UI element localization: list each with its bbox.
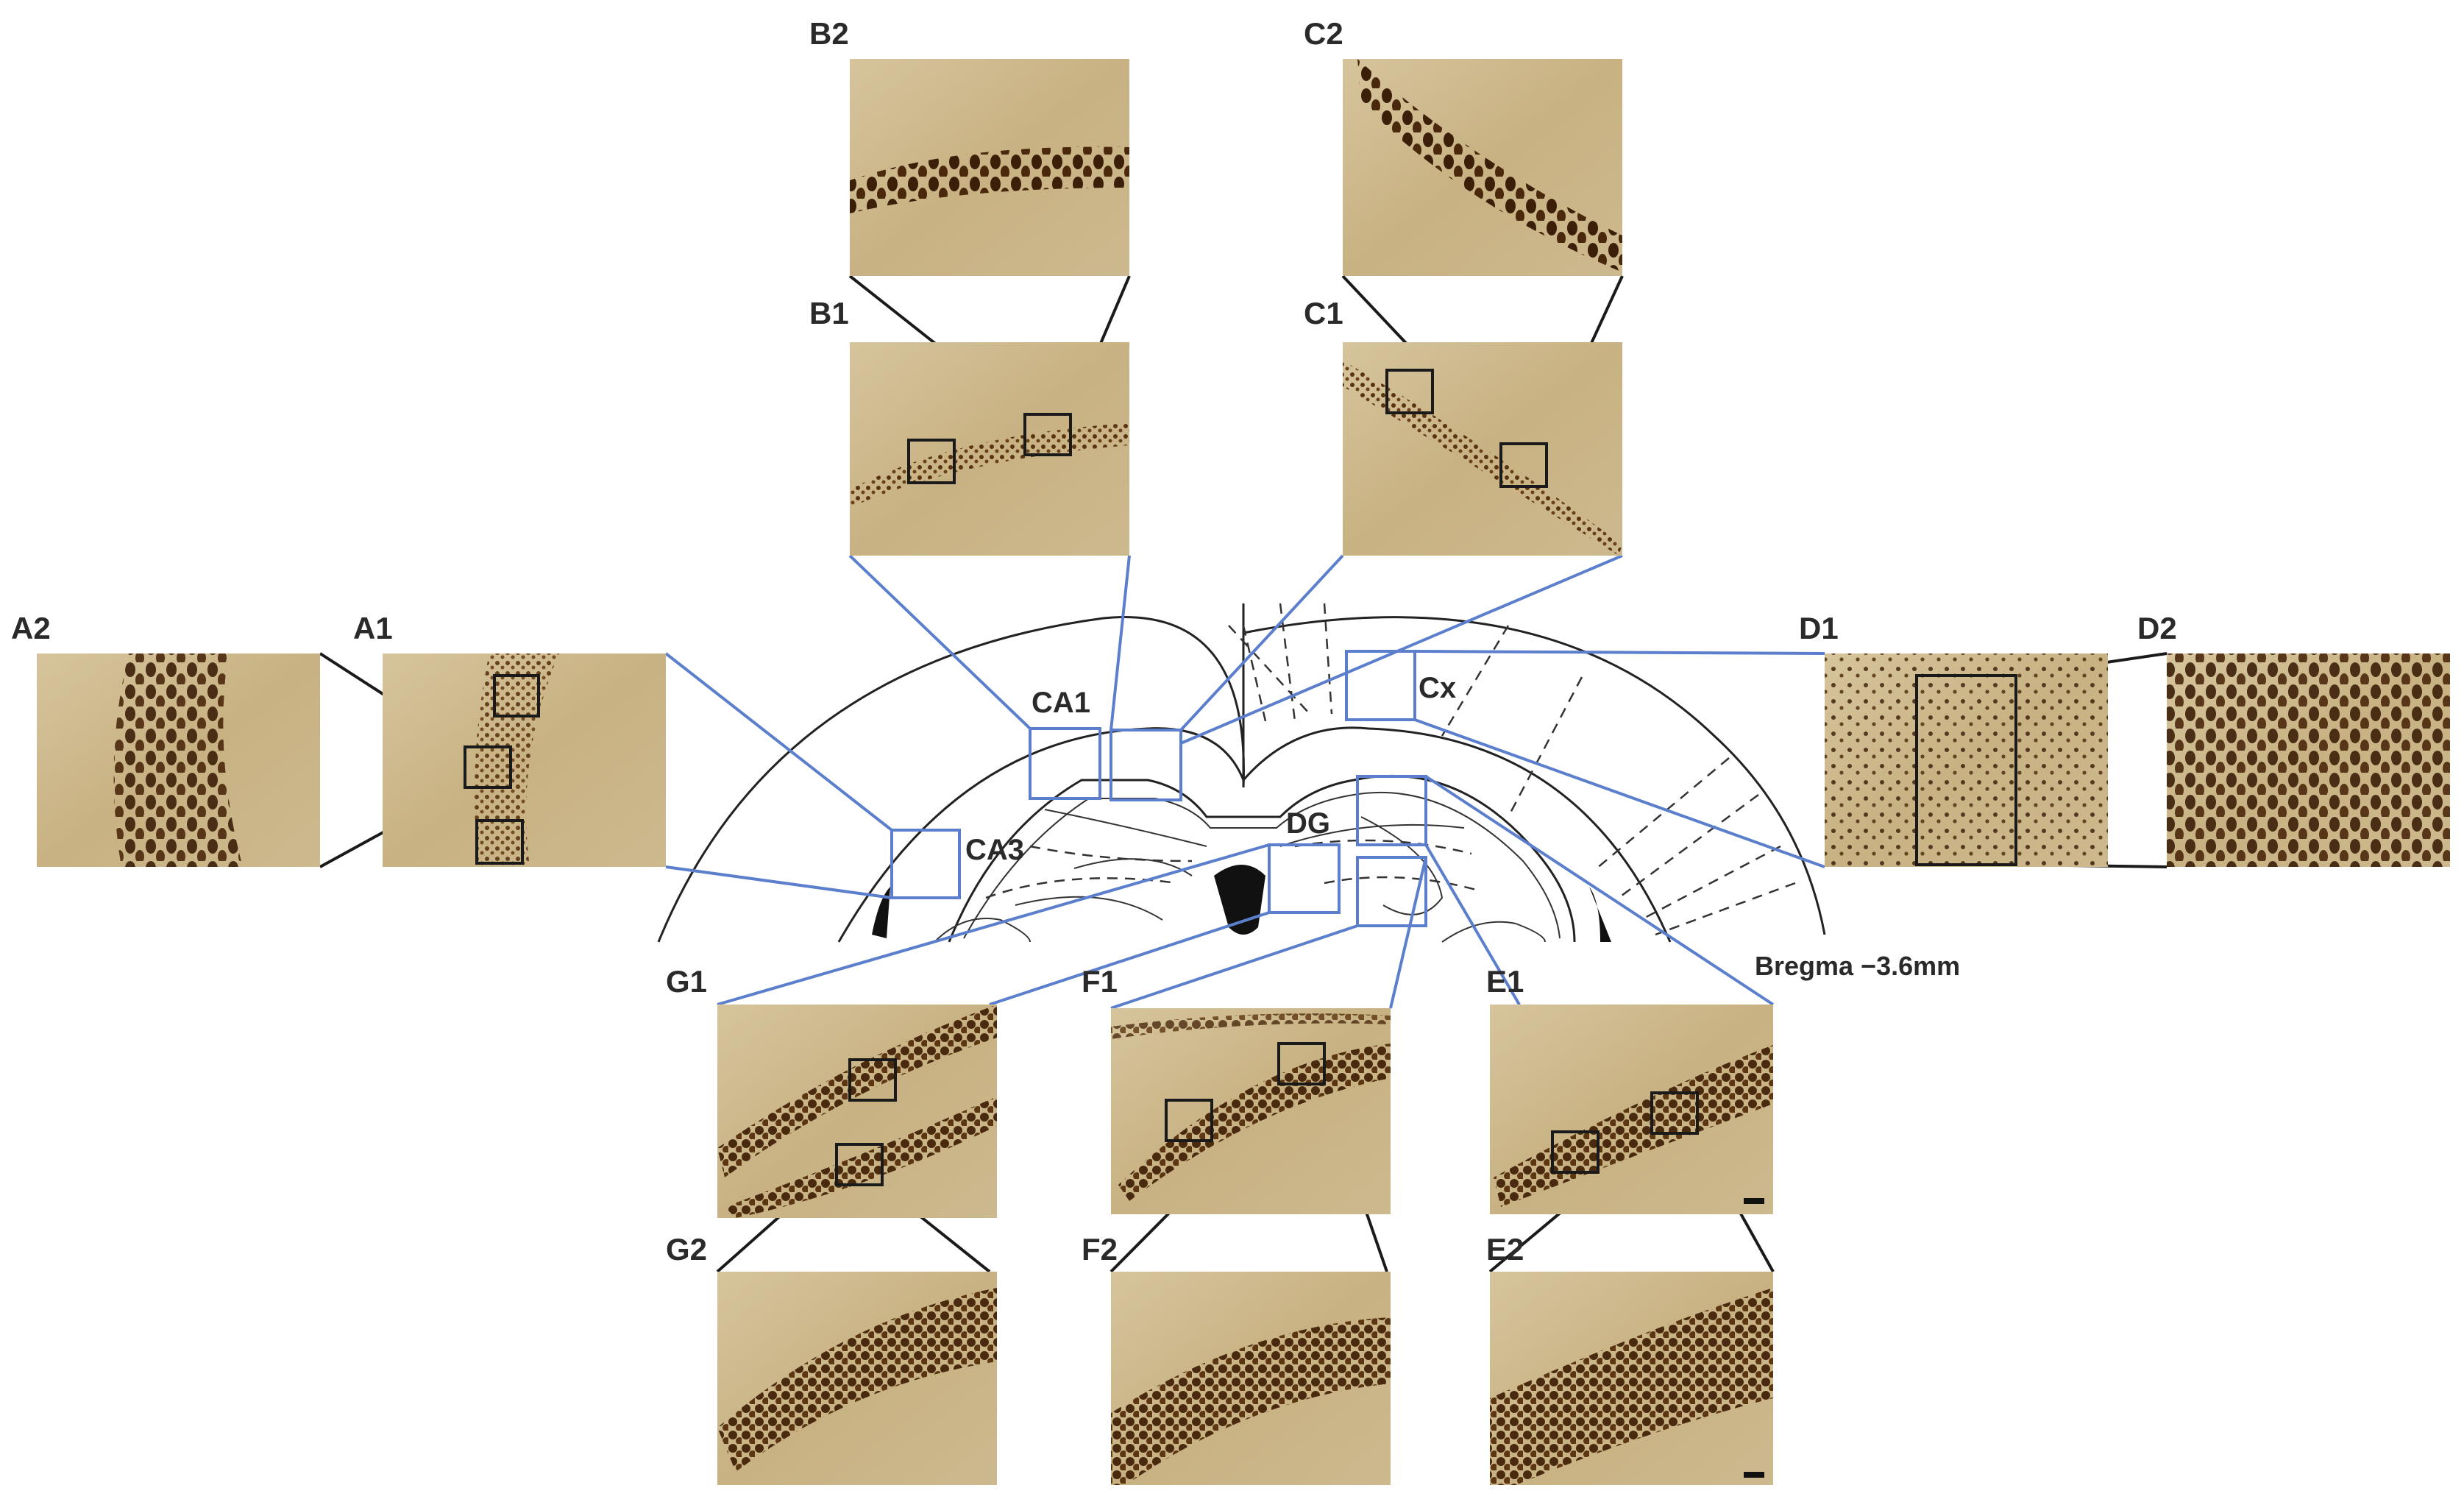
label-c1: C1 <box>1304 296 1343 330</box>
region-label-dg: DG <box>1286 807 1330 840</box>
label-f1: F1 <box>1082 964 1118 999</box>
panel-labels: A2 A1 B2 B1 C2 C1 D1 D2 E1 E2 F1 F2 G1 G… <box>11 16 2177 1267</box>
scale-bar-e1 <box>1744 1198 1764 1204</box>
dg-box <box>1268 843 1341 914</box>
panel-f2 <box>1111 1272 1391 1485</box>
label-g1: G1 <box>666 964 707 999</box>
dg-box-upper <box>1356 775 1427 846</box>
panel-g2 <box>717 1272 997 1485</box>
panel-c2 <box>1343 59 1622 276</box>
panel-f1 <box>1111 1008 1391 1214</box>
panel-e1 <box>1490 1005 1773 1214</box>
panel-d1 <box>1825 653 2108 867</box>
ca3-box <box>890 829 961 899</box>
panel-d2 <box>2167 653 2450 867</box>
panel-e2 <box>1490 1272 1773 1485</box>
region-label-ca1: CA1 <box>1032 687 1090 719</box>
panel-c1 <box>1343 342 1622 556</box>
atlas-region-boxes <box>890 650 1427 927</box>
scale-bar-e2 <box>1744 1472 1764 1478</box>
cx-box <box>1345 650 1416 721</box>
label-d1: D1 <box>1799 611 1839 645</box>
label-f2: F2 <box>1082 1232 1118 1267</box>
label-c2: C2 <box>1304 16 1343 51</box>
label-e2: E2 <box>1486 1232 1524 1267</box>
label-a1: A1 <box>353 611 393 645</box>
label-g2: G2 <box>666 1232 707 1267</box>
region-label-ca3: CA3 <box>965 834 1024 866</box>
region-labels: CA1 CA3 Cx DG Bregma −3.6mm <box>965 672 1960 981</box>
label-b2: B2 <box>809 16 849 51</box>
region-label-cx: Cx <box>1419 672 1456 704</box>
label-d2: D2 <box>2137 611 2177 645</box>
panel-a1 <box>383 653 666 867</box>
dg-box-lower <box>1356 856 1427 927</box>
panel-b2 <box>850 59 1129 276</box>
ca1-box-left <box>1029 727 1101 800</box>
callout-lines <box>664 554 1825 1010</box>
label-a2: A2 <box>11 611 51 645</box>
bregma-label: Bregma −3.6mm <box>1755 951 1960 981</box>
label-e1: E1 <box>1486 964 1524 999</box>
ca1-box-right <box>1109 729 1182 801</box>
panel-g1 <box>717 1005 997 1218</box>
panel-b1 <box>850 342 1129 556</box>
panel-a2 <box>37 653 320 867</box>
label-b1: B1 <box>809 296 849 330</box>
